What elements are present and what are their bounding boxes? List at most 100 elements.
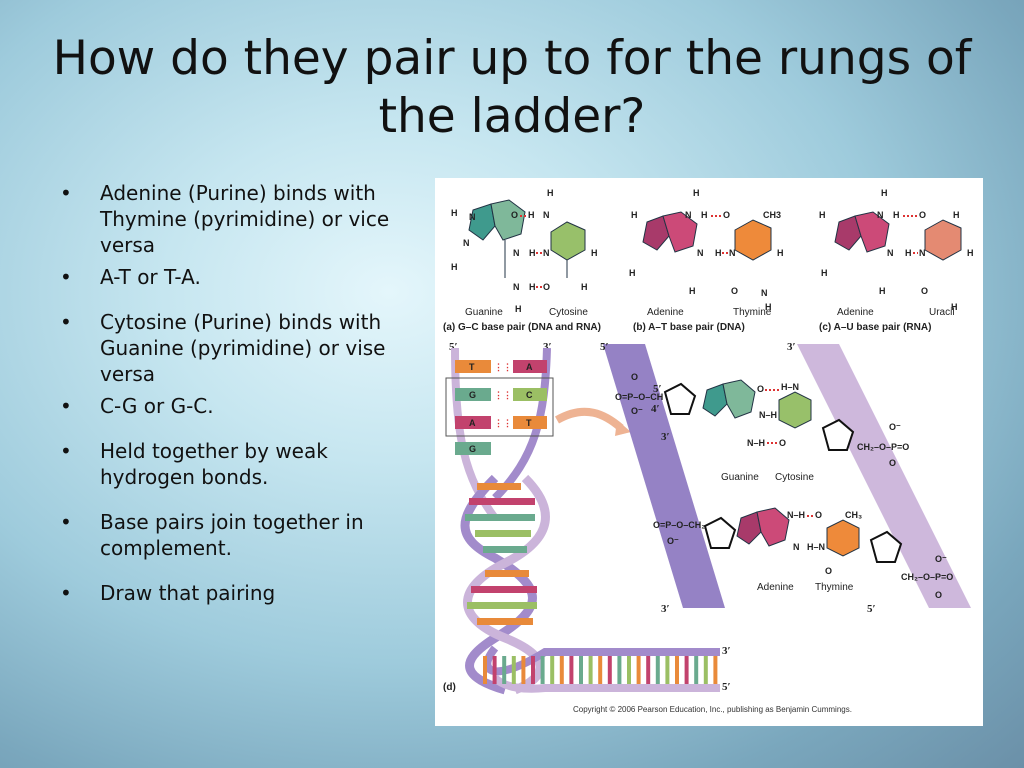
- svg-text:O: O: [815, 510, 822, 520]
- svg-text:H: H: [529, 282, 536, 292]
- ladder-rung: [598, 656, 603, 684]
- ladder-rung: [703, 656, 708, 684]
- bullet-text: Base pairs join together in complement.: [100, 510, 364, 560]
- rung-left-base: [455, 360, 491, 373]
- svg-text:O: O: [921, 286, 928, 296]
- rung-right-base: [513, 360, 547, 373]
- detail-strand1-top: 5′: [600, 341, 609, 353]
- bullet-list: •Adenine (Purine) binds with Thymine (py…: [60, 180, 420, 612]
- detail-pair1-right: Cytosine: [775, 472, 814, 483]
- prime-3: 3′: [661, 431, 670, 443]
- rung-left-letter: G: [469, 390, 476, 400]
- svg-text:H: H: [953, 210, 960, 220]
- ladder-right-end-5: 5′: [722, 681, 731, 693]
- svg-text:N–H: N–H: [787, 510, 805, 520]
- bullet-item: •A-T or T-A.: [60, 264, 420, 290]
- ladder-rung: [636, 656, 641, 684]
- rung-right-letter: T: [526, 418, 532, 428]
- svg-text:N: N: [919, 248, 926, 258]
- rung-left-base: [455, 416, 491, 429]
- ladder-right-end-3: 3′: [722, 645, 731, 657]
- svg-text:N: N: [697, 248, 704, 258]
- svg-text:H: H: [689, 286, 696, 296]
- svg-text:CH₂–O–P=O: CH₂–O–P=O: [901, 572, 953, 582]
- panel-a-left-base: Guanine: [465, 307, 503, 318]
- zoom-arrow: [555, 407, 624, 432]
- svg-text:N: N: [729, 248, 736, 258]
- svg-text:N: N: [513, 282, 520, 292]
- svg-text:N: N: [513, 248, 520, 258]
- svg-text:N: N: [685, 210, 692, 220]
- bullet-text: Held together by weak hydrogen bonds.: [100, 439, 328, 489]
- bullet-item: •Draw that pairing: [60, 580, 420, 606]
- ladder-rungs: [483, 656, 718, 684]
- svg-text:H: H: [905, 248, 912, 258]
- bullet-text: C-G or G-C.: [100, 394, 214, 418]
- svg-text:H: H: [881, 188, 888, 198]
- ladder-rung: [521, 656, 526, 684]
- detail-pair2-right: Thymine: [815, 582, 854, 593]
- svg-text:O: O: [935, 590, 942, 600]
- rung-right-base: [513, 416, 547, 429]
- copyright-notice: Copyright © 2006 Pearson Education, Inc.…: [573, 705, 852, 714]
- ladder-rung: [502, 656, 507, 684]
- panel-c-caption: (c) A–U base pair (RNA): [819, 322, 931, 333]
- prime-5: 5′: [653, 383, 662, 395]
- svg-text:N: N: [543, 210, 550, 220]
- panel-c-left-base: Adenine: [837, 307, 874, 318]
- ladder-rung: [646, 656, 651, 684]
- panel-a-caption: (a) G–C base pair (DNA and RNA): [443, 322, 601, 333]
- ladder-rung: [675, 656, 679, 684]
- svg-text:H: H: [528, 210, 535, 220]
- bullet-dot: •: [60, 510, 72, 534]
- svg-text:H: H: [581, 282, 588, 292]
- bullet-dot: •: [60, 581, 72, 605]
- rung-right-letter: C: [526, 390, 533, 400]
- hydrogen-bond-dots: ⋮⋮⋮: [494, 418, 521, 428]
- svg-text:N: N: [469, 212, 476, 222]
- rung-left-base: [455, 442, 491, 455]
- svg-text:H: H: [951, 302, 958, 312]
- ladder-rung: [492, 656, 497, 684]
- zoom-box: [445, 377, 554, 437]
- svg-text:CH₂–O–P=O: CH₂–O–P=O: [857, 442, 909, 452]
- svg-text:O⁻: O⁻: [889, 422, 901, 432]
- bullet-dot: •: [60, 181, 72, 205]
- ladder-rung: [511, 656, 516, 684]
- svg-text:H: H: [629, 268, 636, 278]
- svg-text:H: H: [529, 248, 536, 258]
- svg-text:O: O: [543, 282, 550, 292]
- svg-text:H: H: [893, 210, 900, 220]
- svg-text:H: H: [715, 248, 722, 258]
- detail-pair1-left: Guanine: [721, 472, 759, 483]
- bullet-dot: •: [60, 310, 72, 334]
- svg-text:H: H: [547, 188, 554, 198]
- svg-text:N: N: [887, 248, 894, 258]
- slide-title: How do they pair up to for the rungs of …: [52, 31, 972, 144]
- svg-text:N: N: [793, 542, 800, 552]
- svg-text:O: O: [511, 210, 518, 220]
- svg-text:N–H: N–H: [747, 438, 765, 448]
- ladder-rung: [617, 656, 622, 684]
- detail-strand2-top: 3′: [787, 341, 796, 353]
- bullet-dot: •: [60, 265, 72, 289]
- panel-b-right-base: Thymine: [733, 307, 772, 318]
- svg-text:O: O: [779, 438, 786, 448]
- bullet-dot: •: [60, 439, 72, 463]
- svg-text:H–N: H–N: [781, 382, 799, 392]
- svg-text:N: N: [463, 238, 470, 248]
- ladder-rung: [550, 656, 555, 684]
- svg-text:H: H: [821, 268, 828, 278]
- ladder-rung: [559, 656, 564, 684]
- svg-text:O⁻: O⁻: [631, 406, 643, 416]
- ladder-rung: [540, 656, 545, 684]
- ladder-rung: [569, 656, 574, 684]
- panel-c-right-base: Uracil: [929, 307, 955, 318]
- rung-left-letter: G: [469, 444, 476, 454]
- panel-a-right-base: Cytosine: [549, 307, 588, 318]
- rung-left-base: [455, 388, 491, 401]
- rung-right-base: [513, 388, 547, 401]
- rung-left-letter: T: [469, 362, 475, 372]
